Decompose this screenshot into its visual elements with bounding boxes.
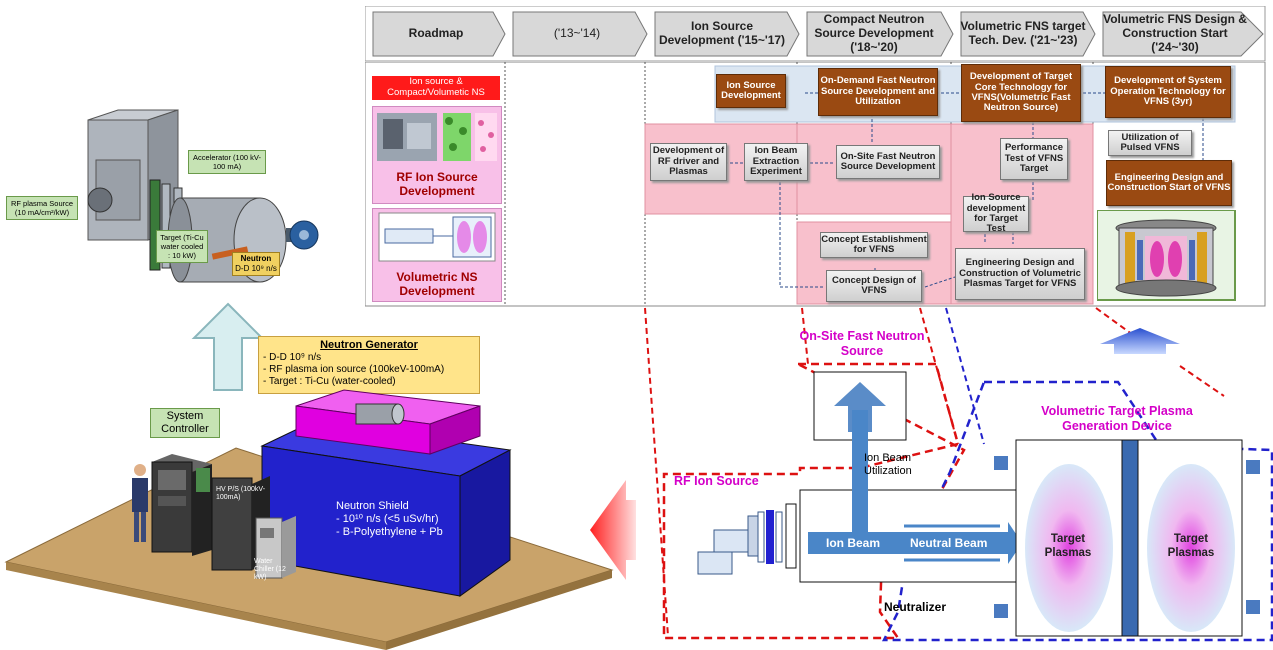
shield-item-1: - B-Polyethylene + Pb [336,526,443,538]
header-vfns-target: Volumetric FNS target Tech. Dev. ('21~'2… [960,19,1086,47]
box-on-demand: On-Demand Fast Neutron Source Developmen… [818,68,938,116]
neutron-label-value: D-D 10⁹ n/s [235,264,277,273]
rf-plasma-source-label: RF plasma Source (10 mA/cm²/kW) [6,196,78,220]
neutron-shield-text: Neutron Shield - 10¹⁰ n/s (<5 uSv/hr) - … [336,500,486,539]
rf-ion-source-image [377,113,497,161]
shield-item-0: - 10¹⁰ n/s (<5 uSv/hr) [336,513,439,525]
ion-beam-utilization-label: Ion Beam Utilization [864,452,912,477]
neutron-label-title: Neutron [240,254,272,263]
box-concept-design: Concept Design of VFNS [826,270,922,302]
volumetric-ns-title: Volumetric NS Development [396,270,478,298]
red-left-arrow [590,480,636,580]
rf-ion-source-panel: RF Ion Source Development [372,106,502,204]
up-arrow-light [191,302,265,391]
box-onsite-fns: On-Site Fast Neutron Source Development [836,145,940,179]
accelerator-label: Accelerator (100 kV-100 mA) [188,150,266,174]
rf-ion-source-title: RF Ion Source Development [396,170,478,198]
roadmap-header-arrows [365,6,1266,62]
neutral-beam-label: Neutral Beam [910,536,988,550]
neutron-shield-title: Neutron Shield [336,500,409,512]
box-concept-establishment: Concept Establishment for VFNS [820,232,928,258]
header-vfns-design: Volumetric FNS Design & Construction Sta… [1103,12,1247,54]
target-plasmas-left: Target Plasmas [1044,533,1092,559]
box-performance-test: Performance Test of VFNS Target [1000,138,1068,180]
box-target-core: Development of Target Core Technology fo… [961,64,1081,122]
header-compact-ns: Compact Neutron Source Development ('18~… [814,12,934,54]
facility-drawing [4,389,614,650]
neutron-generator-specs: Neutron Generator - D-D 10⁹ n/s - RF pla… [258,336,480,394]
ion-source-tag: Ion source & Compact/Volumetic NS [372,76,500,100]
box-utilization-pulsed: Utilization of Pulsed VFNS [1108,130,1192,156]
header-13-14: ('13~'14) [553,26,601,41]
target-plasmas-right: Target Plasmas [1167,533,1215,559]
ng-item-2: - Target : Ti-Cu (water-cooled) [263,376,396,387]
water-chiller-label: Water Chiller (12 kW) [254,558,286,581]
neutralizer-label: Neutralizer [884,600,947,614]
neutron-label: Neutron D-D 10⁹ n/s [232,252,280,276]
header-ion-source-dev: Ion Source Development ('15~'17) [658,19,786,47]
system-controller-label: System Controller [150,408,220,438]
neutron-generator-title: Neutron Generator [320,339,418,351]
box-ion-source-target-test: Ion Source development for Target Test [963,192,1029,234]
vtp-device-title: Volumetric Target Plasma Generation Devi… [1041,404,1193,433]
volumetric-ns-panel: Volumetric NS Development [372,208,502,302]
box-rf-driver: Development of RF driver and Plasmas [650,143,727,181]
ng-item-1: - RF plasma ion source (100keV-100mA) [263,364,445,375]
vfns-device-image [1097,210,1236,301]
box-eng-design-vfns: Engineering Design and Construction Star… [1106,160,1232,206]
onsite-fns-title: On-Site Fast Neutron Source [799,329,925,358]
header-roadmap: Roadmap [408,26,464,41]
volumetric-ns-image [378,212,496,262]
rf-ion-source-label: RF Ion Source [674,474,759,488]
ng-item-0: - D-D 10⁹ n/s [263,352,322,363]
box-ion-source-development: Ion Source Development [716,74,786,108]
box-ion-beam-extraction: Ion Beam Extraction Experiment [744,143,808,181]
target-label: Target (Ti-Cu water cooled : 10 kW) [156,230,208,263]
ion-beam-label: Ion Beam [826,536,881,550]
schematic-drawing [644,307,1273,642]
hv-ps-label: HV P/S (100kV-100mA) [216,486,266,501]
box-eng-design-target: Engineering Design and Construction of V… [955,248,1085,300]
box-system-operation: Development of System Operation Technolo… [1105,66,1231,118]
